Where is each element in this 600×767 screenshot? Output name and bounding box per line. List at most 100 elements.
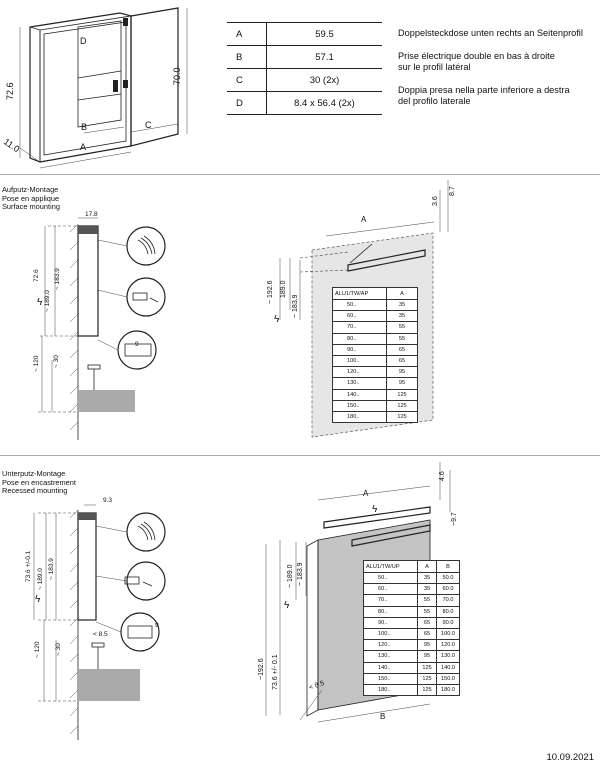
dim-surface-d1: 17.8 <box>85 211 98 218</box>
table-cell: 90.. <box>332 343 387 356</box>
table-cell: 60.. <box>363 583 418 596</box>
table-cell: 130.0 <box>436 650 460 663</box>
dim-recessed-r3: ~192.6 <box>258 658 265 680</box>
recessed-mounting-title: Unterputz-Montage Pose en encastrement R… <box>2 469 76 496</box>
label-d: D <box>80 36 87 46</box>
title-line: Aufputz-Montage <box>2 185 59 194</box>
table-row: 100..65 <box>332 354 418 368</box>
table-cell: 120.. <box>332 366 387 379</box>
dim-recessed-d6: ~ 30 <box>55 643 62 656</box>
table-cell: 80.. <box>363 605 418 618</box>
table-cell: 150.. <box>332 399 387 412</box>
table-cell: 65 <box>386 354 418 368</box>
table-cell: 60.0 <box>436 583 460 596</box>
dim-recessed-d4: ~ 183.9 <box>48 558 55 580</box>
description-line: del profilo laterale <box>398 96 471 106</box>
dim-recessed-r4: 73.6 +/- 0.1 <box>272 654 279 690</box>
table-cell: 125 <box>417 661 437 674</box>
dim-surface-d3: ~ 189.0 <box>44 290 51 312</box>
description-de: Doppelsteckdose unten rechts an Seitenpr… <box>398 28 583 39</box>
table-cell: 180.0 <box>436 683 460 697</box>
power-icon: ϟ <box>372 504 378 515</box>
table-cell: 50.. <box>363 571 418 585</box>
power-icon: ϟ <box>37 297 43 308</box>
table-cell: 35 <box>417 583 437 596</box>
table-cell: 125 <box>386 388 418 401</box>
table-row: 90..65 <box>332 343 418 356</box>
description-it: Doppia presa nella parte inferiore a des… <box>398 85 570 107</box>
table-cell: 55 <box>417 594 437 607</box>
dim-surface-t2: 8.7 <box>449 186 456 196</box>
dim-recessed-t2: ~9.7 <box>451 512 458 526</box>
table-cell: 35 <box>417 571 437 585</box>
title-line: Recessed mounting <box>2 486 68 496</box>
label-surface-a: A <box>361 215 367 224</box>
table-row: 60..35 <box>332 310 418 323</box>
label-recessed-b: B <box>380 712 385 721</box>
table-cell: 95 <box>386 377 418 390</box>
table-cell: 90.0 <box>436 616 460 629</box>
table-header: ALU1/TW/AP <box>332 287 387 300</box>
table-cell: 50.. <box>332 298 387 312</box>
spec-key: D <box>227 91 267 115</box>
table-row: 150..125 <box>332 399 418 412</box>
label-a: A <box>80 142 86 152</box>
table-cell: 140.0 <box>436 661 460 674</box>
table-cell: 60.. <box>332 310 387 323</box>
table-cell: 70.. <box>363 594 418 607</box>
table-cell: 100.0 <box>436 627 460 641</box>
description-line: Prise électrique double en bas à droite <box>398 51 555 61</box>
table-cell: 125 <box>386 399 418 412</box>
table-cell: 65 <box>386 343 418 356</box>
dim-surface-d2: 72.6 <box>33 269 40 282</box>
table-header: ALU1/TW/UP <box>363 560 418 573</box>
spec-value: 8.4 x 56.4 (2x) <box>266 91 382 115</box>
dim-surface-r2: 189.0 <box>280 280 287 298</box>
table-cell: 70.0 <box>436 594 460 607</box>
power-icon: ϟ <box>284 600 290 611</box>
description-line: Doppelsteckdose unten rechts an Seitenpr… <box>398 28 583 38</box>
dim-height-b: 70.0 <box>172 67 182 85</box>
table-row: 50..35 <box>332 298 418 312</box>
dim-recessed-d2: 73.6 +/-0.1 <box>25 550 32 582</box>
table-cell: 70.. <box>332 321 387 334</box>
dim-recessed-d3: ~ 189.0 <box>37 568 44 590</box>
table-cell: 180.. <box>332 410 387 424</box>
table-cell: 95 <box>386 366 418 379</box>
dim-recessed-d5: ~ 120 <box>34 641 41 658</box>
description-fr: Prise électrique double en bas à droite … <box>398 51 555 73</box>
label-c: C <box>145 120 152 130</box>
table-cell: 80.0 <box>436 605 460 618</box>
table-cell: 35 <box>386 298 418 312</box>
dim-surface-t1: 3.6 <box>432 196 439 206</box>
table-header: A <box>417 560 437 573</box>
table-cell: 125 <box>417 672 437 685</box>
label-recessed-a: A <box>363 489 369 498</box>
document-date: 10.09.2021 <box>546 752 594 763</box>
table-header-row: ALU1/TW/UP A B <box>363 560 460 573</box>
cabinet-drawing <box>19 7 188 169</box>
table-cell: 100.. <box>363 627 418 641</box>
label-b: B <box>81 122 87 132</box>
table-cell: 65 <box>417 616 437 629</box>
table-header-row: ALU1/TW/AP A <box>332 287 418 300</box>
table-cell: 150.. <box>363 672 418 685</box>
dim-surface-d4: ~ 183.9 <box>54 268 61 290</box>
power-icon: ϟ <box>35 594 41 605</box>
table-row: 80..55 <box>332 332 418 345</box>
table-cell: 90.. <box>363 616 418 629</box>
surface-size-table: ALU1/TW/AP A 50..35 60..35 70..55 80..55… <box>332 287 418 424</box>
dim-surface-r3: ~ 183.9 <box>292 294 299 318</box>
recessed-side-view <box>33 504 166 740</box>
table-cell: 55 <box>417 605 437 618</box>
surface-side-view <box>38 217 166 440</box>
